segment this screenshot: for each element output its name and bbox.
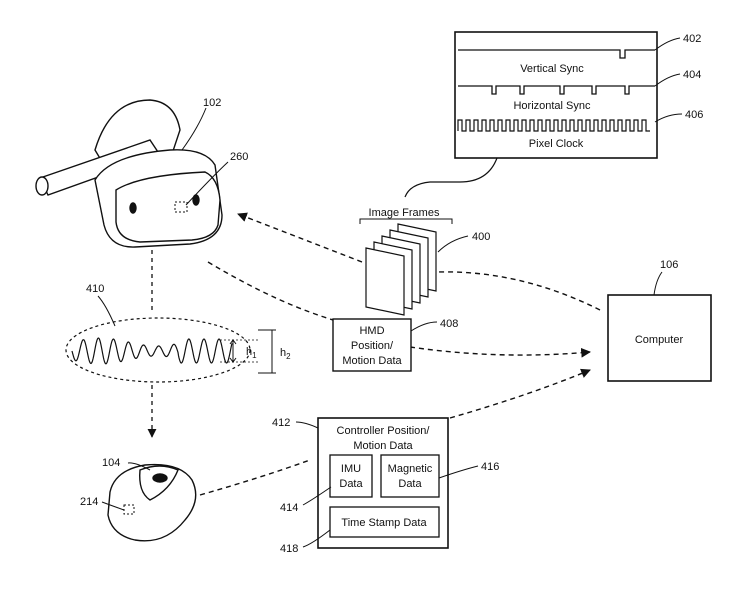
ref-hmd: 102 (203, 97, 221, 109)
vertical-sync-label: Vertical Sync (520, 63, 584, 75)
ref-signal: 410 (86, 283, 104, 295)
ref-vertical-sync: 402 (683, 33, 701, 45)
hmd-data-label-3: Motion Data (342, 355, 402, 367)
horizontal-sync-waveform (458, 85, 655, 95)
ref-controller: 104 (102, 457, 120, 469)
magnetic-box (380, 454, 440, 498)
controller (107, 463, 197, 542)
controller-data-to-computer-arrow (449, 368, 591, 419)
ref-magnetic: 416 (481, 461, 499, 473)
computer-label: Computer (635, 334, 684, 346)
frames-to-hmd-arrow (237, 212, 363, 263)
hmd-to-data-line (207, 261, 341, 323)
frame-stack (365, 223, 437, 316)
controller-position-data: Controller Position/ Motion Data IMU Dat… (272, 417, 499, 555)
timing-diagram: Vertical Sync Horizontal Sync Pixel Cloc… (454, 31, 703, 159)
ref-hmd-sensor: 260 (230, 151, 248, 163)
timestamp-label: Time Stamp Data (341, 517, 427, 529)
signal-ellipse (65, 317, 251, 383)
ref-controller-data: 412 (272, 417, 290, 429)
hmd-sensor (174, 201, 188, 213)
ref-image-frames: 400 (472, 231, 490, 243)
imu-box (329, 454, 373, 498)
timing-to-frames-connector (404, 157, 498, 198)
h2-label: h2 (280, 347, 291, 361)
motion-signal: h1 h2 410 (65, 250, 291, 438)
vertical-sync-waveform (458, 49, 655, 59)
controller-data-label-2: Motion Data (353, 440, 413, 452)
ref-controller-sensor: 214 (80, 496, 98, 508)
hmd-data-label-1: HMD (359, 325, 384, 337)
controller-to-data-line (199, 459, 311, 496)
image-frames-bracket (359, 218, 453, 224)
hmd-data-label-2: Position/ (351, 340, 394, 352)
image-frames-label: Image Frames (369, 207, 440, 219)
ref-timestamp: 418 (280, 543, 298, 555)
h1-label: h1 (246, 346, 257, 360)
computer: Computer 106 (607, 259, 712, 382)
ref-horizontal-sync: 404 (683, 69, 701, 81)
computer-to-frames-line (437, 271, 601, 311)
hmd-data-to-computer-arrow (409, 346, 591, 358)
ref-computer: 106 (660, 259, 678, 271)
imu-label-1: IMU (341, 463, 361, 475)
imu-label-2: Data (339, 478, 363, 490)
ref-hmd-data: 408 (440, 318, 458, 330)
timing-diagram-box (454, 31, 658, 159)
hmd-position-data: HMD Position/ Motion Data 408 (332, 318, 458, 372)
horizontal-sync-label: Horizontal Sync (513, 100, 591, 112)
magnetic-label-2: Data (398, 478, 422, 490)
ref-imu: 414 (280, 502, 298, 514)
head-mounted-display (35, 99, 223, 248)
controller-data-label-1: Controller Position/ (337, 425, 431, 437)
ref-pixel-clock: 406 (685, 109, 703, 121)
magnetic-label-1: Magnetic (388, 463, 433, 475)
image-frames: Image Frames 400 (359, 207, 490, 316)
pixel-clock-waveform (457, 119, 650, 132)
pixel-clock-label: Pixel Clock (529, 138, 584, 150)
signal-waveform (71, 337, 233, 365)
timestamp-box (329, 506, 440, 538)
